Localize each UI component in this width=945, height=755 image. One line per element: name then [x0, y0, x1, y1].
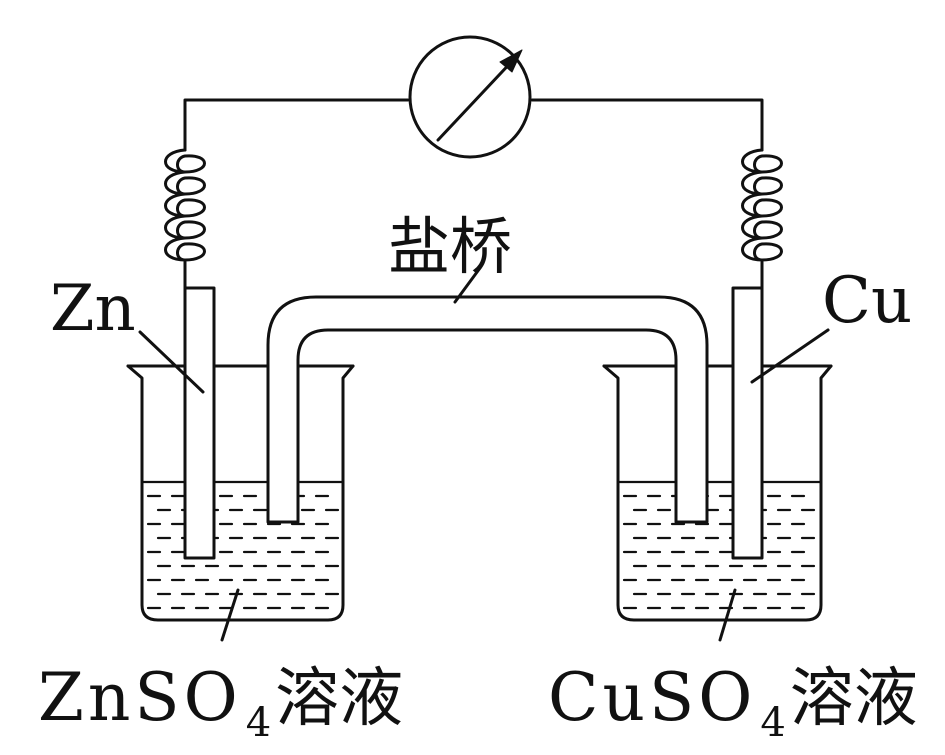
right-beaker-outline: [602, 364, 833, 622]
left-beaker: [126, 364, 355, 622]
external-circuit: [164, 35, 783, 290]
needle-arrowhead: [499, 49, 523, 73]
right-solution-label: CuSO 4 溶液: [548, 659, 918, 746]
galvanometer-needle: [436, 56, 517, 142]
right-coil-loop: [741, 148, 783, 262]
right-solution: [616, 480, 823, 610]
salt-bridge-outer: [266, 295, 709, 524]
left-solution-subscript: 4: [246, 700, 271, 746]
left-solution-word: 溶液: [275, 662, 403, 736]
zn-leader-line: [138, 330, 205, 394]
right-solution-leader-line: [718, 588, 737, 642]
left-beaker-outline: [126, 364, 355, 622]
left-solution: [140, 480, 345, 610]
copper-electrode: [731, 286, 764, 560]
left-solution-leader-line: [220, 588, 240, 642]
salt-bridge-label: 盐桥: [388, 210, 512, 283]
left-coil-spring: [164, 148, 206, 262]
galvanometer-dial: [408, 35, 532, 159]
zn-label: Zn: [50, 272, 136, 346]
cu-leader-line: [750, 328, 830, 384]
cu-label: Cu: [822, 264, 912, 338]
wire-left: [183, 98, 410, 290]
zinc-electrode: [183, 286, 216, 560]
left-solution-label: ZnSO 4 溶液: [38, 659, 403, 746]
right-beaker: [602, 364, 833, 622]
right-solution-subscript: 4: [760, 700, 785, 746]
left-coil-loop: [164, 148, 206, 262]
wire-right: [530, 98, 764, 290]
galvanometer-icon: [408, 35, 532, 159]
left-solution-formula: ZnSO: [38, 659, 242, 736]
salt-bridge: [266, 295, 709, 524]
right-solution-word: 溶液: [790, 662, 918, 736]
salt-bridge-leader-line: [453, 266, 482, 304]
right-coil-spring: [741, 148, 783, 262]
right-solution-formula: CuSO: [548, 659, 756, 736]
